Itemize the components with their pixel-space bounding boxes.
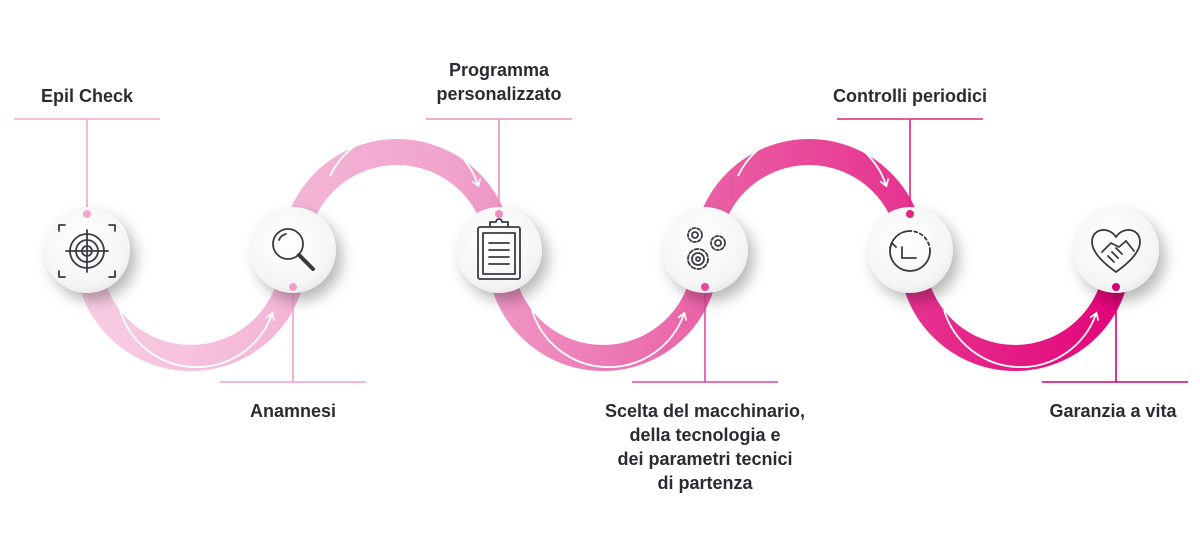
step-circle-5 xyxy=(867,207,953,293)
connector-epil-check xyxy=(14,118,160,218)
step-label-line: Scelta del macchinario, xyxy=(604,401,806,421)
step-label-scelta: Scelta del macchinario, della tecnologia… xyxy=(570,399,840,495)
target-icon xyxy=(58,224,116,278)
step-label-line: Anamnesi xyxy=(249,401,337,421)
step-circle-6 xyxy=(1073,207,1159,293)
step-label-line: Programma xyxy=(448,60,550,80)
step-label-line: Epil Check xyxy=(40,86,134,106)
step-label-controlli: Controlli periodici xyxy=(812,84,1008,108)
step-label-line: personalizzato xyxy=(436,84,562,104)
step-label-line: Controlli periodici xyxy=(832,86,987,106)
connector-dots xyxy=(83,210,1120,291)
step-label-programma: Programma personalizzato xyxy=(406,58,592,106)
step-label-line: Garanzia a vita xyxy=(1049,401,1177,421)
step-label-line: dei parametri tecnici xyxy=(617,449,793,469)
step-label-line: della tecnologia e xyxy=(629,425,781,445)
step-circles xyxy=(44,207,1159,293)
clipboard-icon xyxy=(477,218,521,280)
wave-path xyxy=(75,129,1131,371)
step-label-anamnesi: Anamnesi xyxy=(220,399,366,423)
step-label-epil-check: Epil Check xyxy=(14,84,160,108)
connectors xyxy=(14,118,1188,383)
step-label-garanzia: Garanzia a vita xyxy=(1030,399,1196,423)
step-circle-2 xyxy=(250,207,336,293)
handshake-heart-icon xyxy=(1091,229,1141,273)
step-label-line: di partenza xyxy=(657,473,753,493)
clock-icon xyxy=(889,230,931,272)
gears-icon xyxy=(687,227,726,270)
magnifier-icon xyxy=(272,228,315,271)
step-circle-4 xyxy=(662,207,748,293)
